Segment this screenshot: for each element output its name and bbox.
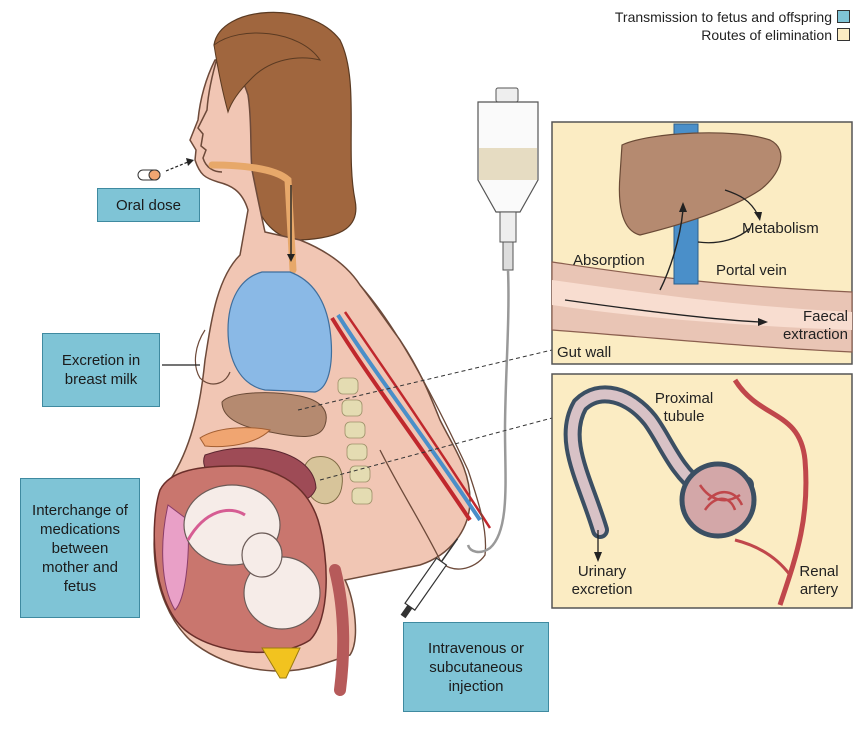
metabolism-label: Metabolism	[742, 220, 819, 238]
pill-icon	[138, 170, 160, 180]
oral-dose-label: Oral dose	[116, 196, 181, 215]
oral-dose-arrowhead	[186, 158, 194, 166]
portal-vein-label: Portal vein	[716, 262, 787, 280]
oral-dose-arrow	[166, 162, 188, 171]
proximal-tubule-label: Proximal tubule	[648, 390, 720, 426]
legend-item-transmission: Transmission to fetus and offspring	[615, 8, 850, 26]
absorption-label: Absorption	[573, 252, 645, 270]
legend-swatch-transmission	[837, 10, 850, 23]
breast-milk-box: Excretion in breast milk	[42, 333, 160, 407]
injection-box: Intravenous or subcutaneous injection	[403, 622, 549, 712]
faecal-extraction-label: Faecal extraction	[760, 308, 848, 344]
legend-label-elimination: Routes of elimination	[701, 27, 832, 43]
interchange-label: Interchange of medications between mothe…	[27, 501, 133, 596]
legend-label-transmission: Transmission to fetus and offspring	[615, 9, 832, 25]
urinary-excretion-label: Urinary excretion	[562, 563, 642, 599]
legend-item-elimination: Routes of elimination	[615, 26, 850, 44]
iv-bag	[478, 88, 538, 270]
gut-wall-label: Gut wall	[557, 344, 611, 362]
interchange-box: Interchange of medications between mothe…	[20, 478, 140, 618]
renal-artery-label: Renal artery	[790, 563, 848, 599]
injection-label: Intravenous or subcutaneous injection	[414, 639, 538, 696]
legend: Transmission to fetus and offspring Rout…	[615, 8, 850, 44]
breast-milk-label: Excretion in breast milk	[51, 351, 151, 389]
oral-dose-box: Oral dose	[97, 188, 200, 222]
legend-swatch-elimination	[837, 28, 850, 41]
